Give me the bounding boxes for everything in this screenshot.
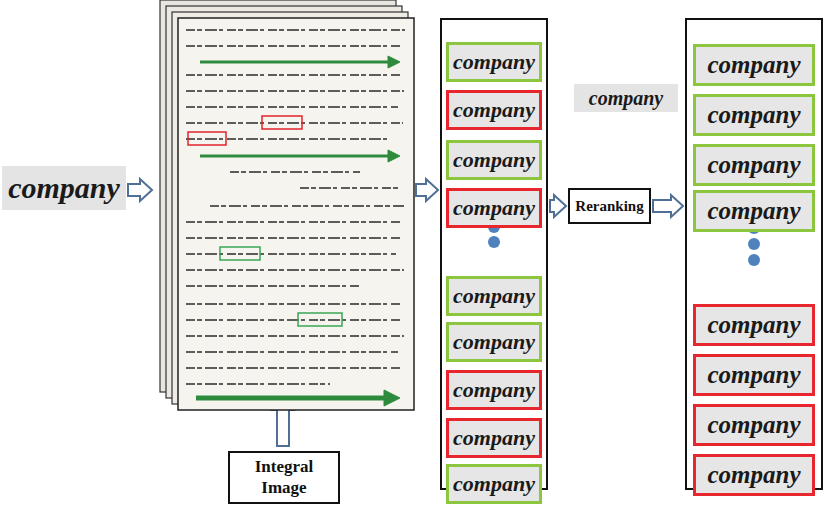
word-image: company bbox=[693, 44, 815, 86]
handwriting-line bbox=[186, 351, 398, 353]
document-page bbox=[178, 18, 414, 410]
reranked-list: companycompanycompanycompanycompanycompa… bbox=[685, 18, 823, 490]
handwriting-line bbox=[186, 383, 330, 385]
handwriting-line bbox=[186, 253, 396, 255]
scan-arrows bbox=[196, 56, 400, 406]
handwriting-line bbox=[186, 269, 404, 271]
hollow-arrow-connector bbox=[550, 195, 566, 217]
hollow-arrow bbox=[416, 179, 438, 201]
scan-arrowhead bbox=[384, 390, 400, 406]
handwriting-line bbox=[300, 187, 400, 189]
query-word-image: company bbox=[574, 84, 678, 112]
word-image: company bbox=[446, 370, 542, 410]
scan-arrowhead bbox=[388, 56, 400, 68]
handwriting-line bbox=[186, 303, 402, 305]
box-label: Reranking bbox=[575, 197, 643, 215]
hollow-arrow-connector bbox=[653, 195, 683, 217]
handwriting-lines bbox=[186, 30, 405, 384]
candidate-list: company company company company company compa… bbox=[440, 18, 548, 490]
scan-arrowhead bbox=[388, 150, 400, 162]
handwriting-line bbox=[186, 221, 400, 223]
match-box-green bbox=[220, 247, 260, 260]
word-image: company bbox=[446, 188, 542, 228]
ellipsis-dot bbox=[488, 236, 500, 248]
word-image: company bbox=[693, 404, 815, 446]
match-box-green bbox=[298, 313, 342, 326]
word-image: company bbox=[446, 140, 542, 180]
reranking-box: Reranking bbox=[568, 188, 651, 224]
match-box-red bbox=[262, 116, 302, 129]
handwriting-line bbox=[186, 319, 400, 321]
word-image: company bbox=[446, 276, 542, 316]
box-label: Integral Image bbox=[235, 457, 333, 498]
word-image: company bbox=[693, 144, 815, 186]
scan-arrow bbox=[200, 61, 388, 64]
handwriting-line bbox=[186, 106, 398, 108]
word-image: company bbox=[693, 190, 815, 232]
word-image: company bbox=[446, 42, 542, 82]
handwriting-line bbox=[186, 74, 400, 76]
handwriting-line bbox=[186, 367, 402, 369]
handwriting-line bbox=[210, 205, 404, 207]
word-image: company bbox=[693, 354, 815, 396]
word-image: company bbox=[693, 304, 815, 346]
handwriting-line bbox=[186, 335, 404, 337]
ellipsis-dot bbox=[748, 254, 760, 266]
word-image: company bbox=[693, 454, 815, 496]
query-word-image: company bbox=[2, 166, 126, 210]
handwriting-line bbox=[186, 285, 360, 287]
handwriting-line bbox=[186, 138, 390, 140]
handwriting-line bbox=[186, 122, 403, 124]
word-image-text: company bbox=[589, 87, 663, 110]
handwriting-line bbox=[186, 237, 402, 239]
scan-arrow bbox=[196, 396, 384, 401]
handwriting-line bbox=[186, 29, 405, 31]
word-image: company bbox=[446, 464, 542, 504]
word-image-text: company bbox=[8, 171, 120, 205]
scan-arrow bbox=[200, 155, 388, 158]
ellipsis-dot bbox=[748, 238, 760, 250]
word-image: company bbox=[446, 90, 542, 130]
hollow-arrow bbox=[128, 179, 152, 201]
word-image: company bbox=[446, 322, 542, 362]
integral-image-box: Integral Image bbox=[228, 451, 340, 504]
match-box-red bbox=[188, 132, 226, 145]
word-image: company bbox=[446, 418, 542, 458]
handwriting-line bbox=[186, 90, 404, 92]
handwriting-line bbox=[230, 171, 360, 173]
handwriting-line bbox=[186, 45, 402, 47]
word-image: company bbox=[693, 94, 815, 136]
